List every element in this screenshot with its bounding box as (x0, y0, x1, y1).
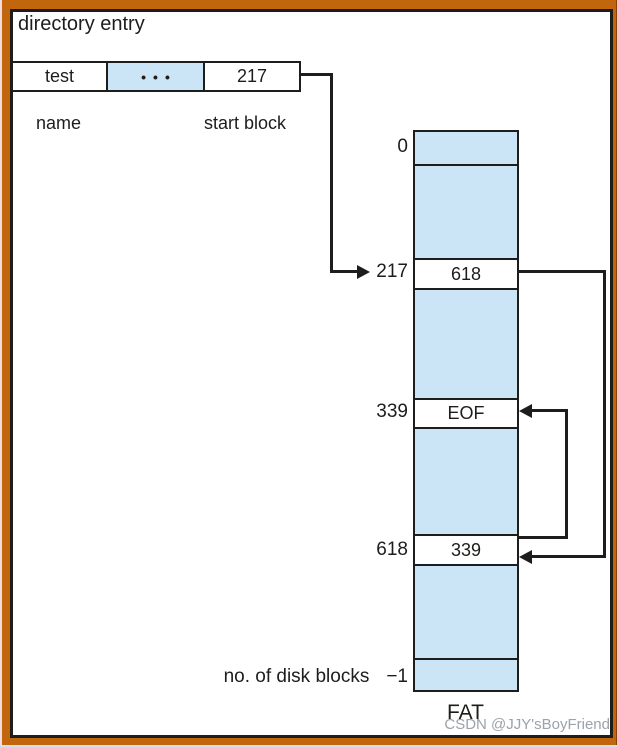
csdn-watermark: CSDN @JJY'sBoyFriend (444, 716, 610, 733)
directory-entry-name-cell: test (13, 63, 108, 90)
connector-217-to-618-v (603, 270, 606, 558)
figure-frame (10, 9, 613, 738)
connector-618-to-339-h1 (518, 536, 568, 539)
fat-index-0: 0 (397, 136, 408, 157)
connector-217-to-618-h2 (531, 555, 606, 558)
page-edge-left (0, 0, 2, 747)
fat-index-217: 217 (376, 261, 408, 282)
page-edge-bottom (0, 745, 617, 747)
fat-cell-339: EOF (415, 398, 517, 429)
name-label: name (36, 113, 82, 133)
arrowhead-left-339-icon (519, 403, 532, 418)
connector-dir-to-217-v (330, 73, 333, 273)
fat-lastrow-separator (415, 658, 517, 660)
fat-table-caption: FAT (447, 701, 484, 724)
fat-cell-217: 618 (415, 258, 517, 290)
fat-row0-separator (415, 164, 517, 166)
fat-index-618: 618 (376, 539, 408, 560)
fat-table: 618 EOF 339 (413, 130, 519, 692)
directory-entry-ellipsis-cell: ••• (108, 63, 205, 90)
directory-entry-box: test ••• 217 (11, 61, 301, 92)
directory-entry-title: directory entry (18, 13, 145, 35)
connector-217-to-618-h1 (518, 270, 606, 273)
arrowhead-right-icon (357, 264, 370, 279)
disk-blocks-note: no. of disk blocks −1 (224, 666, 408, 688)
connector-618-to-339-v (565, 409, 568, 539)
connector-618-to-339-h2 (531, 409, 568, 412)
fat-index-339: 339 (376, 401, 408, 422)
fat-index-minus1: −1 (386, 666, 408, 687)
directory-entry-startblock-cell: 217 (236, 66, 268, 86)
arrowhead-left-618-icon (519, 549, 532, 564)
connector-dir-to-217-h1 (300, 73, 333, 76)
start-block-label: start block (204, 113, 287, 133)
fat-cell-618: 339 (415, 534, 517, 566)
connector-dir-to-217-h2 (330, 270, 359, 273)
disk-blocks-label: no. of disk blocks (223, 666, 370, 687)
